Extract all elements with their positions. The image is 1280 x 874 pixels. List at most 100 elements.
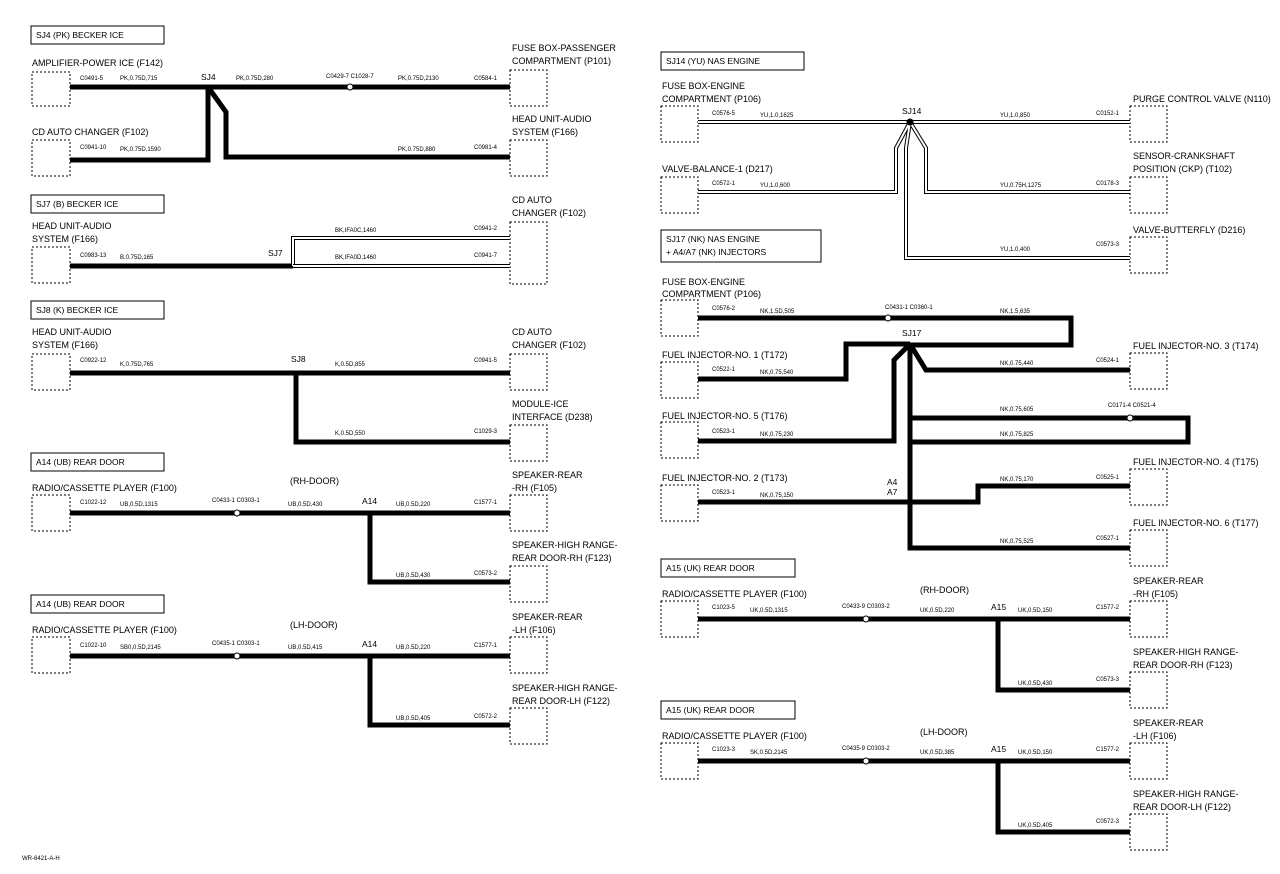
connector-id: C1577-1 bbox=[474, 500, 498, 506]
component-label: SYSTEM (F166) bbox=[512, 127, 578, 137]
component-label: COMPARTMENT (P101) bbox=[512, 56, 611, 66]
section-sj7: SJ7 (B) BECKER ICE HEAD UNIT-AUDIO SYSTE… bbox=[30, 194, 586, 285]
connector-id: C1022-12 bbox=[80, 500, 107, 506]
wire-spec: NK,0.75,540 bbox=[760, 370, 794, 376]
component-label: FUSE BOX-ENGINE bbox=[662, 81, 745, 91]
wire bbox=[205, 85, 510, 160]
connector-id: C0527-1 bbox=[1096, 536, 1120, 542]
wire-spec: UB,0.5D,220 bbox=[396, 502, 431, 508]
wire-spec: SK,0.5D,2145 bbox=[750, 750, 788, 756]
connector-id: C0433-1 C0303-1 bbox=[212, 498, 260, 504]
section-a14-rh: A14 (UB) REAR DOOR (RH-DOOR) RADIO/CASSE… bbox=[30, 452, 618, 603]
connector-id: C1577-2 bbox=[1096, 747, 1120, 753]
section-title: SJ8 (K) BECKER ICE bbox=[36, 305, 119, 315]
door-label: (RH-DOOR) bbox=[920, 585, 969, 595]
section-sj14: SJ14 (YU) NAS ENGINE FUSE BOX-ENGINE COM… bbox=[660, 51, 1271, 274]
component-label: -RH (F105) bbox=[1133, 589, 1178, 599]
component-label: SPEAKER-HIGH RANGE- bbox=[512, 683, 618, 693]
wire-spec: NK,0.75,150 bbox=[760, 493, 794, 499]
component-label: CHANGER (F102) bbox=[512, 208, 586, 218]
connector-speaker-high bbox=[509, 565, 548, 603]
connector-valve-balance bbox=[660, 176, 699, 214]
connector-fuse-box bbox=[509, 69, 548, 107]
connector-id: C1577-1 bbox=[474, 643, 498, 649]
component-label: CD AUTO CHANGER (F102) bbox=[32, 127, 148, 137]
component-label: -LH (F106) bbox=[1133, 731, 1177, 741]
connector-module-ice bbox=[509, 424, 548, 462]
section-title-box bbox=[660, 51, 805, 71]
component-label: AMPLIFIER-POWER ICE (F142) bbox=[32, 58, 163, 68]
inline-connector bbox=[1126, 414, 1134, 422]
connector-id: C0941-5 bbox=[474, 358, 498, 364]
connector-injector-1 bbox=[660, 361, 699, 399]
splice-point bbox=[906, 118, 914, 126]
connector-head-unit bbox=[31, 353, 71, 391]
component-label: SPEAKER-REAR bbox=[512, 470, 583, 480]
component-label: FUEL INJECTOR-NO. 4 (T175) bbox=[1133, 457, 1259, 467]
connector-id: C0171-4 C0521-4 bbox=[1108, 403, 1156, 409]
section-title-box bbox=[660, 700, 796, 720]
wire-spec: K,0.5D,855 bbox=[335, 362, 366, 368]
wire bbox=[293, 373, 510, 445]
component-label: SPEAKER-HIGH RANGE- bbox=[512, 540, 618, 550]
section-sj17: SJ17 (NK) NAS ENGINE + A4/A7 (NK) INJECT… bbox=[660, 229, 1259, 567]
section-title-box bbox=[660, 558, 796, 578]
connector-id: C0491-5 bbox=[80, 76, 104, 82]
wire bbox=[995, 619, 1130, 693]
connector-injector-5 bbox=[660, 421, 699, 459]
component-label: CD AUTO bbox=[512, 327, 552, 337]
splice-label: A7 bbox=[887, 487, 898, 497]
connector-id: C0435-9 C0303-2 bbox=[842, 746, 890, 752]
connector-id: C0431-1 C0360-1 bbox=[885, 305, 933, 311]
wire-spec: SB0,0.5D,2145 bbox=[120, 645, 161, 651]
wire-spec: YU,1.0,1625 bbox=[760, 113, 794, 119]
wire-spec: UK,0.5D,1315 bbox=[750, 608, 788, 614]
wire-bundle bbox=[698, 315, 1191, 551]
connector-radio bbox=[660, 742, 699, 780]
connector-id: C0573-3 bbox=[1096, 242, 1120, 248]
wire-spec: UK,0.5D,150 bbox=[1018, 750, 1053, 756]
connector-id: C0152-1 bbox=[1096, 111, 1120, 117]
splice-label: A4 bbox=[887, 477, 898, 487]
connector-crankshaft-sensor bbox=[1129, 176, 1168, 214]
component-label: SYSTEM (F166) bbox=[32, 234, 98, 244]
wire-spec: NK,1.5,635 bbox=[1000, 309, 1031, 315]
connector-id: C1023-3 bbox=[712, 747, 736, 753]
component-label: RADIO/CASSETTE PLAYER (F100) bbox=[32, 625, 177, 635]
connector-head-unit bbox=[31, 246, 71, 284]
component-label: HEAD UNIT-AUDIO bbox=[512, 114, 592, 124]
connector-speaker bbox=[1129, 600, 1168, 638]
component-label: FUEL INJECTOR-NO. 1 (T172) bbox=[662, 350, 788, 360]
component-label: SPEAKER-REAR bbox=[1133, 718, 1204, 728]
wire-spec: YU,1.0,600 bbox=[760, 183, 791, 189]
connector-fuse-box bbox=[660, 105, 699, 143]
component-label: MODULE-ICE bbox=[512, 399, 569, 409]
connector-cd-changer bbox=[509, 221, 548, 285]
component-label: POSITION (CKP) (T102) bbox=[1133, 164, 1232, 174]
wire bbox=[367, 656, 510, 728]
wire bbox=[995, 761, 1130, 835]
connector-id: C0525-1 bbox=[1096, 475, 1120, 481]
connector-id: C0572-2 bbox=[474, 714, 498, 720]
component-label: SYSTEM (F166) bbox=[32, 340, 98, 350]
connector-id: C1023-5 bbox=[712, 605, 736, 611]
wire-spec: UK,0.5D,220 bbox=[920, 608, 955, 614]
connector-id: C0573-3 bbox=[1096, 677, 1120, 683]
connector-id: C0429-7 C1028-7 bbox=[326, 74, 374, 80]
wire-spec: UK,0.5D,150 bbox=[1018, 608, 1053, 614]
connector-fuse-box bbox=[660, 299, 699, 337]
connector-valve-butterfly bbox=[1129, 236, 1168, 274]
wire bbox=[367, 513, 510, 585]
connector-id: C0922-12 bbox=[80, 358, 107, 364]
section-a14-lh: A14 (UB) REAR DOOR (LH-DOOR) RADIO/CASSE… bbox=[30, 594, 618, 745]
door-label: (RH-DOOR) bbox=[290, 476, 339, 486]
section-title-box bbox=[30, 25, 165, 45]
section-title: SJ4 (PK) BECKER ICE bbox=[36, 30, 124, 40]
component-label: -LH (F106) bbox=[512, 625, 556, 635]
component-label: FUEL INJECTOR-NO. 6 (T177) bbox=[1133, 518, 1259, 528]
connector-radio bbox=[660, 600, 699, 638]
connector-injector-2 bbox=[660, 484, 699, 522]
connector-radio bbox=[31, 494, 71, 532]
component-label: SPEAKER-HIGH RANGE- bbox=[1133, 789, 1239, 799]
section-a15-lh: A15 (UK) REAR DOOR (LH-DOOR) RADIO/CASSE… bbox=[660, 700, 1239, 851]
